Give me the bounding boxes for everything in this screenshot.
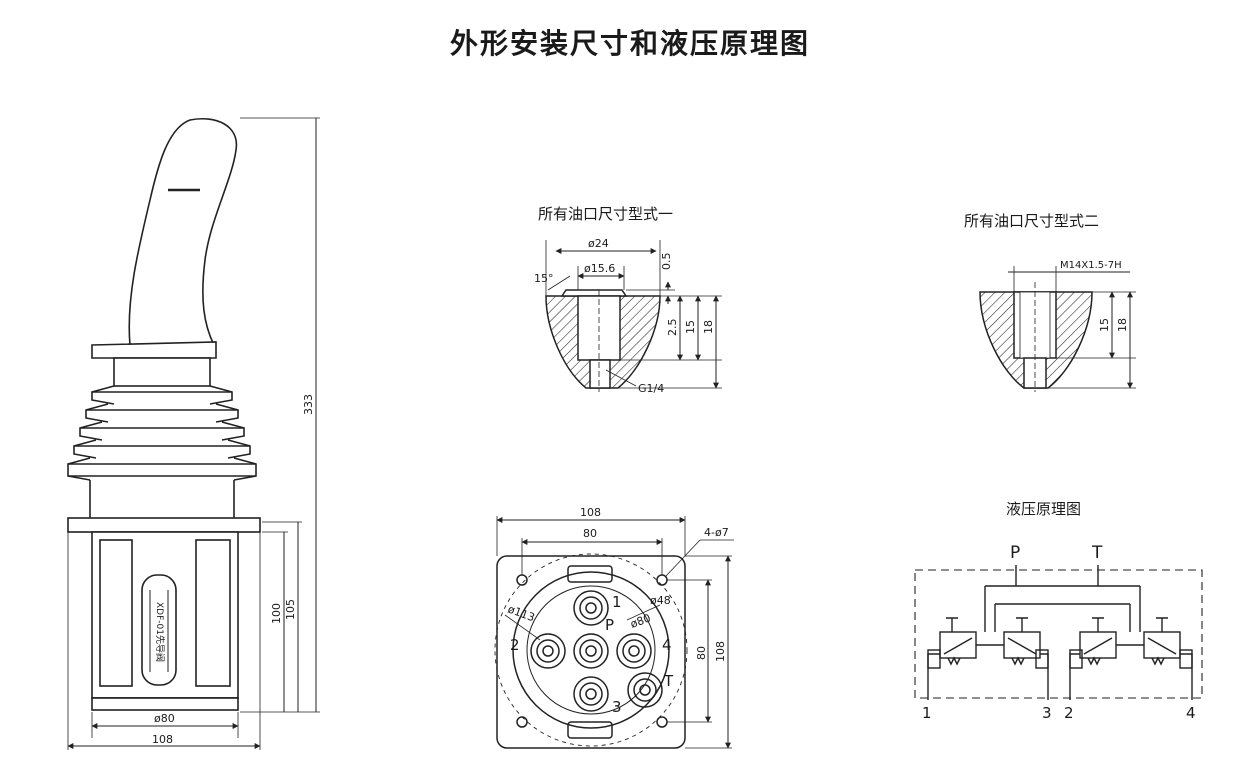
valve-4	[1143, 631, 1181, 659]
port-label-4: 4	[662, 636, 672, 654]
page-title: 外形安装尺寸和液压原理图	[449, 27, 810, 60]
port-type-2-section	[979, 266, 1136, 392]
dim-base-width: 108	[152, 733, 173, 746]
dim-side-108: 108	[714, 641, 727, 662]
hyd-label-3: 3	[1042, 704, 1052, 722]
port-type-1-caption: 所有油口尺寸型式一	[538, 205, 673, 223]
dim-105: 105	[284, 599, 297, 620]
dim-d24: ø24	[588, 237, 609, 250]
dim-thread-m: M14X1.5-7H	[1060, 260, 1122, 271]
dim-18-a: 18	[702, 320, 715, 334]
valve-2	[1003, 631, 1041, 659]
valve-3	[1079, 631, 1117, 659]
dim-2-5: 2.5	[666, 319, 679, 337]
dim-d48: ø48	[650, 594, 671, 607]
mount-flange	[67, 517, 261, 533]
hyd-label-1: 1	[922, 704, 932, 722]
port-label-3: 3	[612, 698, 622, 716]
bottom-view	[494, 516, 734, 749]
dim-100: 100	[270, 603, 283, 624]
hyd-label-T: T	[1091, 543, 1103, 563]
dim-side-80: 80	[695, 646, 708, 660]
port-1	[573, 590, 609, 626]
dim-thread-g: G1/4	[638, 382, 664, 395]
dim-angle: 15°	[534, 272, 554, 285]
hyd-label-P: P	[1010, 543, 1020, 563]
port-T	[627, 672, 663, 708]
dim-bottom-108: 108	[580, 506, 601, 519]
port-label-T: T	[663, 672, 674, 690]
port-label-P: P	[605, 616, 614, 634]
port-label-2: 2	[510, 636, 520, 654]
dim-base-dia: ø80	[154, 712, 175, 725]
port-4	[616, 633, 652, 669]
dim-333: 333	[302, 394, 315, 415]
hyd-label-4: 4	[1186, 704, 1196, 722]
handle-grip	[128, 118, 238, 346]
bellows	[67, 385, 257, 518]
port-label-1: 1	[612, 593, 622, 611]
dim-d15-6: ø15.6	[584, 262, 615, 275]
port-P	[573, 633, 609, 669]
hydraulic-caption: 液压原理图	[1006, 500, 1081, 518]
dim-15-a: 15	[684, 320, 697, 334]
port-type-1-section	[545, 240, 722, 392]
port-3	[573, 676, 609, 712]
port-type-2-caption: 所有油口尺寸型式二	[964, 212, 1099, 230]
bottom-base-square	[496, 555, 686, 749]
handle-base	[91, 341, 217, 359]
hydraulic-schematic	[914, 565, 1203, 700]
valve-1	[939, 631, 977, 659]
dim-15-b: 15	[1098, 318, 1111, 332]
side-view	[67, 117, 320, 750]
dim-holes: 4-ø7	[704, 526, 729, 539]
dim-bottom-80: 80	[583, 527, 597, 540]
hyd-label-2: 2	[1064, 704, 1074, 722]
nameplate-text: XDF-01先导阀	[154, 602, 166, 662]
dim-0-5: 0.5	[660, 253, 673, 271]
port-2	[530, 633, 566, 669]
dim-18-b: 18	[1116, 318, 1129, 332]
